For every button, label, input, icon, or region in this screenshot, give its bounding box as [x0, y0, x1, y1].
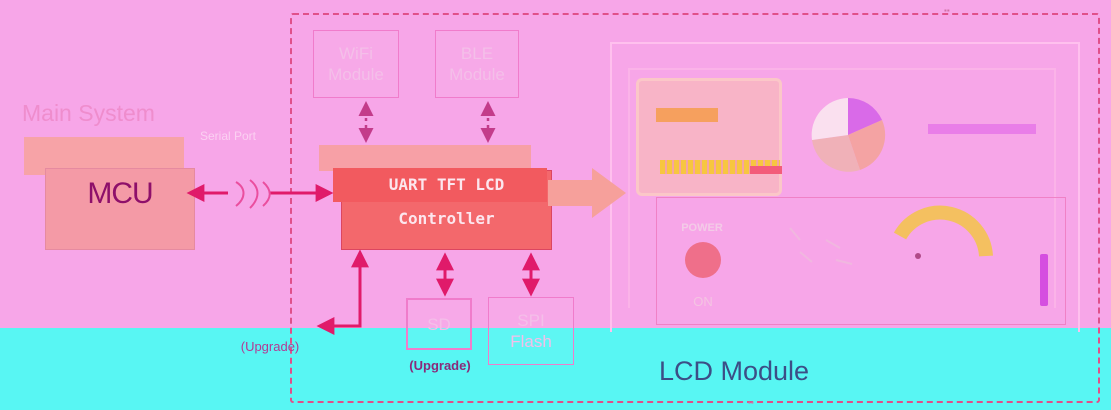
mcu-box	[45, 168, 195, 250]
serial-break-icon	[235, 179, 271, 209]
ble-module-line2: Module	[449, 65, 505, 84]
controller-header-band	[333, 168, 547, 202]
controller-top-bar	[319, 145, 531, 171]
bottom-band	[0, 328, 1111, 410]
mcu-label: MCU	[87, 177, 153, 210]
slider-icon	[1040, 254, 1048, 306]
knob-icon	[789, 227, 853, 265]
lcd-frame-inner	[628, 68, 1056, 308]
watermark-mark: ▪▪	[944, 6, 950, 15]
lcd-control-panel	[656, 197, 1066, 325]
lcd-module-boundary	[290, 13, 1100, 403]
power-button-icon	[685, 242, 721, 278]
uart-upgrade-caption: (Upgrade)	[240, 339, 300, 354]
lcd-module-title: LCD Module	[659, 356, 810, 386]
wifi-module-line2: Module	[328, 65, 384, 84]
on-label: ON	[693, 294, 713, 309]
lcd-screen-line	[928, 124, 1036, 134]
pie-chart-icon	[811, 97, 886, 172]
display-arrow-body	[548, 180, 598, 206]
uart-upgrade-link	[316, 249, 369, 335]
spi-flash-box: SPI Flash	[488, 297, 574, 365]
lcd-screen-bar	[656, 108, 718, 122]
sd-upgrade-caption: (Upgrade)	[409, 358, 471, 373]
display-arrow-icon	[592, 168, 626, 218]
gauge-icon	[893, 205, 993, 257]
lcd-screen-widget	[636, 78, 782, 196]
power-label: POWER	[681, 222, 723, 234]
controller-label: UART TFT LCD Controller	[341, 168, 552, 236]
controller-label-line2: Controller	[398, 209, 495, 228]
gauge-center-icon	[915, 253, 921, 259]
controller-label-line1: UART TFT LCD	[388, 175, 505, 194]
main-system-title: Main System	[22, 100, 155, 126]
sd-card-label: SD	[427, 314, 451, 334]
lcd-screen-progress-tail	[750, 166, 782, 174]
spi-flash-line1: SPI	[517, 311, 545, 330]
ble-module-line1: BLE	[460, 44, 494, 63]
spi-flash-line2: Flash	[510, 332, 552, 351]
serial-port-label: Serial Port	[199, 129, 257, 143]
wifi-module-line1: WiFi	[339, 44, 373, 63]
sd-card-box: SD	[406, 298, 472, 350]
ble-module-box: BLE Module	[435, 30, 519, 98]
watermark-mark-bottom: ▪▪	[748, 398, 754, 407]
